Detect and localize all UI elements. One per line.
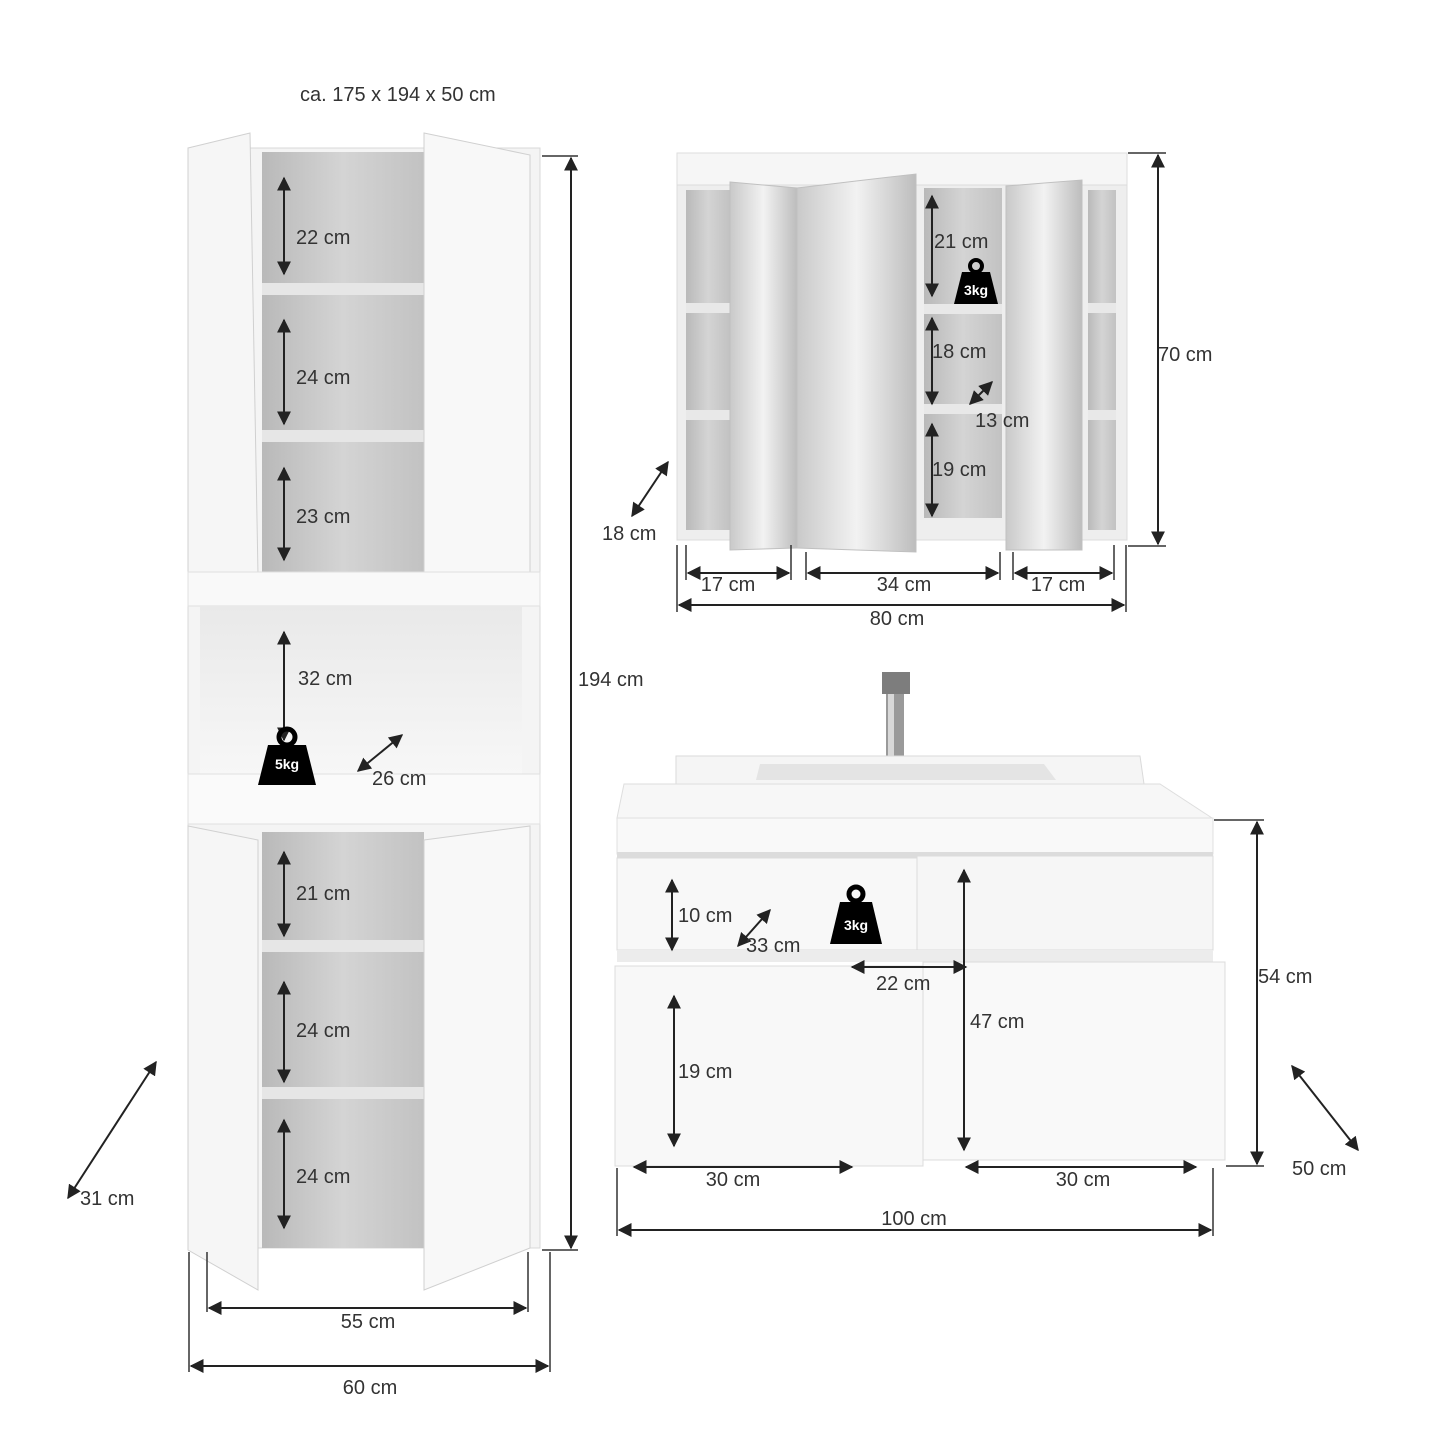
mirror-shelf-3-height: 19 cm — [932, 459, 986, 481]
vanity-arrows — [632, 868, 1198, 1174]
tall-shelf-3-height: 23 cm — [296, 506, 350, 528]
mirror-total-width: 80 cm — [870, 608, 924, 630]
tall-cabinet — [187, 132, 541, 1291]
mirror-depth: 18 cm — [602, 523, 656, 545]
mirror-right-width: 17 cm — [1031, 574, 1085, 596]
mirror-height: 70 cm — [1158, 344, 1212, 366]
vanity-inner-height: 47 cm — [970, 1011, 1024, 1033]
mirror-shelf-load: 3kg — [964, 282, 988, 298]
mirror-shelf-depth: 13 cm — [975, 410, 1029, 432]
vanity-height-line — [1214, 819, 1264, 1167]
mirror-shelf-arrows — [925, 194, 993, 518]
weight-icon: 3kg — [830, 884, 882, 944]
mirror-shelf-1-height: 21 cm — [934, 231, 988, 253]
vanity-depth-arrow — [1291, 1064, 1359, 1152]
tall-width-lines — [188, 1252, 551, 1373]
vanity-right-width: 30 cm — [1056, 1169, 1110, 1191]
mirror-shelf-2-height: 18 cm — [932, 341, 986, 363]
tall-depth: 31 cm — [80, 1188, 134, 1210]
mirror-cabinet — [676, 152, 1128, 553]
niche-depth: 26 cm — [372, 768, 426, 790]
vanity-width-line — [616, 1168, 1214, 1237]
vanity-drawer-height: 10 cm — [678, 905, 732, 927]
vanity-drawer-gap: 22 cm — [876, 973, 930, 995]
mirror-center-width: 34 cm — [877, 574, 931, 596]
vanity-lower-drawer-height: 19 cm — [678, 1061, 732, 1083]
vanity-left-width: 30 cm — [706, 1169, 760, 1191]
product-dimensions-title: ca. 175 x 194 x 50 cm — [300, 84, 496, 106]
mirror-left-width: 17 cm — [701, 574, 755, 596]
mirror-depth-arrow — [631, 460, 669, 518]
weight-icon: 3kg — [954, 258, 998, 304]
niche-height: 32 cm — [298, 668, 352, 690]
vanity-depth: 50 cm — [1292, 1158, 1346, 1180]
tall-inner-width: 55 cm — [341, 1311, 395, 1333]
tall-height-line — [542, 155, 578, 1251]
tall-lower-shelf-1-height: 21 cm — [296, 883, 350, 905]
weight-icon: 5kg — [258, 726, 316, 785]
tall-depth-arrow — [67, 1060, 157, 1200]
tall-lower-shelf-3-height: 24 cm — [296, 1166, 350, 1188]
tall-outer-width: 60 cm — [343, 1377, 397, 1399]
vanity-height: 54 cm — [1258, 966, 1312, 988]
vanity-drawer-depth: 33 cm — [746, 935, 800, 957]
tall-lower-shelf-2-height: 24 cm — [296, 1020, 350, 1042]
niche-depth-arrow — [356, 734, 404, 772]
tall-shelf-1-height: 22 cm — [296, 227, 350, 249]
tall-shelf-2-height: 24 cm — [296, 367, 350, 389]
tall-height: 194 cm — [578, 669, 644, 691]
mirror-height-line — [1128, 152, 1166, 547]
vanity-total-width: 100 cm — [881, 1208, 947, 1230]
niche-load: 5kg — [275, 756, 299, 772]
mirror-width-lines — [676, 545, 1127, 612]
vanity-drawer-load: 3kg — [844, 917, 868, 933]
